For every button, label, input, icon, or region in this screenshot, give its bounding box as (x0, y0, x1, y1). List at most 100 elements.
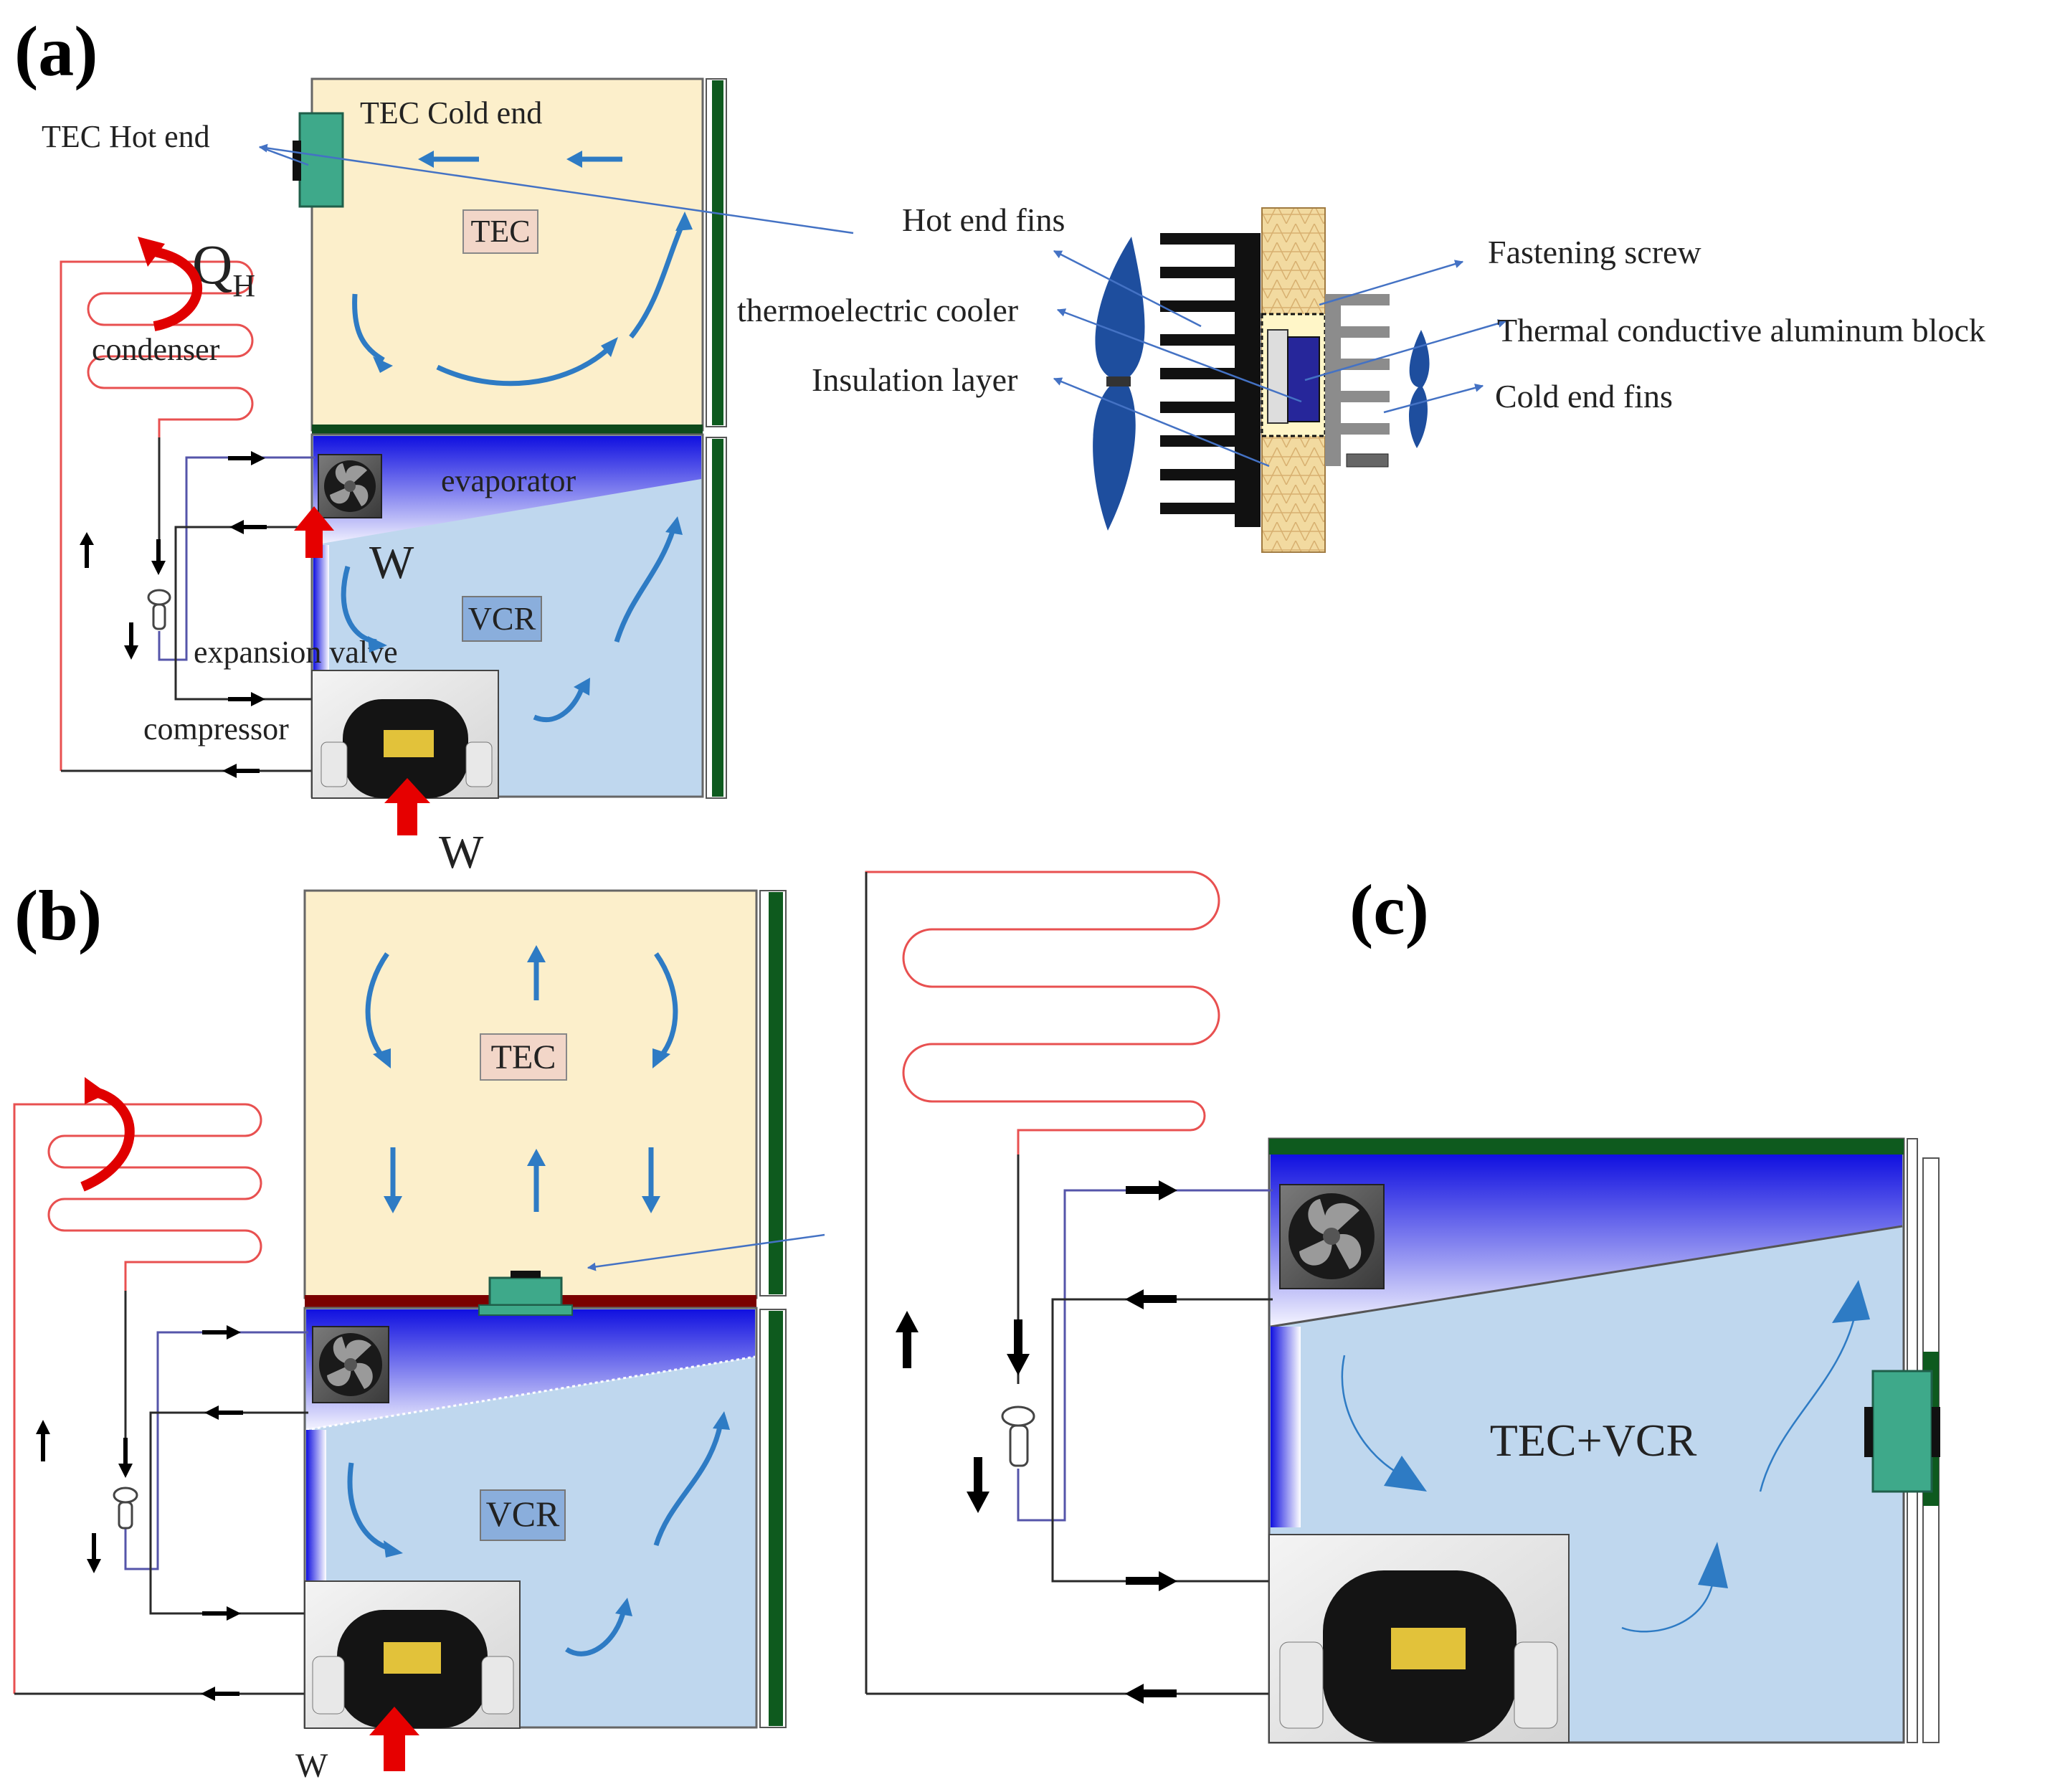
door-strip-b-top (769, 892, 783, 1294)
tec-clamp-c-right (1932, 1407, 1940, 1457)
insulation-layer-label: Insulation layer (812, 361, 1017, 398)
evaporator-side-b (306, 1430, 326, 1580)
evaporator-a (313, 436, 701, 545)
evaporator-side-a (313, 545, 329, 696)
expansion-valve-body-b (118, 1501, 133, 1530)
compressor-image-b (304, 1580, 521, 1729)
airflow-arrowheads-b (373, 945, 730, 1616)
panel-b: (b) TEC VCR (13, 876, 825, 1785)
hot-end-fins-icon (1160, 233, 1261, 527)
chamber-divider-a (312, 425, 703, 435)
refrigerant-arrows-a (80, 451, 267, 778)
heat-flow-arrow-b (80, 1086, 135, 1192)
cold-side-fan-icon (1409, 330, 1430, 448)
power-arrow-evap (294, 506, 334, 558)
expansion-valve-label: expansion valve (194, 635, 398, 670)
tec-vcr-label: TEC+VCR (1490, 1415, 1697, 1466)
fan-icon-b (312, 1326, 389, 1403)
vcr-label-box-a (462, 596, 542, 642)
evaporator-edge-b (305, 1355, 756, 1431)
panel-a: (a) TEC TEC Cold end TEC Hot end VCR eva… (14, 11, 854, 878)
condenser-coil-a (60, 260, 254, 771)
hot-end-fins-label: Hot end fins (902, 202, 1065, 238)
cold-end-fins-icon (1325, 294, 1390, 468)
refrigerant-arrows-b (36, 1325, 243, 1701)
cold-end-fins-label: Cold end fins (1495, 378, 1673, 414)
airflow-arrows-b (347, 952, 723, 1656)
power-arrow-b (369, 1707, 419, 1771)
evaporator-label: evaporator (441, 463, 576, 498)
condenser-coil-c (865, 871, 1220, 1694)
vcr-label-a: VCR (468, 600, 536, 637)
refrigerant-arrows-c (896, 1180, 1177, 1704)
expansion-valve-a (147, 589, 171, 606)
tec-cold-end-label: TEC Cold end (360, 95, 542, 131)
tec-module-c (1871, 1370, 1933, 1493)
pipe-valve-to-evap-a (158, 456, 315, 661)
chamber-top-strip-c (1269, 1139, 1904, 1155)
power-arrow-comp (384, 778, 430, 835)
compressor-label: compressor (143, 711, 289, 746)
pipe-evap-to-comp-c (1051, 1298, 1273, 1583)
tec-chip (1287, 336, 1320, 422)
airflow-arrowheads-c (1384, 1280, 1870, 1588)
compressor-image-c (1268, 1534, 1570, 1743)
tec-clamp-c-left (1864, 1407, 1873, 1457)
expansion-valve-b (113, 1487, 138, 1504)
tec-leader-b (587, 1233, 825, 1271)
evaporator-side-c (1271, 1327, 1301, 1527)
evaporator-edge-c (1270, 1225, 1903, 1328)
expansion-valve-c (1001, 1405, 1035, 1427)
w-label-evap: W (369, 536, 414, 589)
tec-hot-end-label: TEC Hot end (42, 119, 210, 154)
tec-detail: Hot end fins thermoelectric cooler Insul… (737, 202, 1985, 553)
tec-chamber-b (303, 889, 758, 1299)
pipe-valve-to-evap-b (124, 1331, 308, 1570)
tec-module-a (298, 112, 344, 208)
airflow-arrows-c (1341, 1304, 1859, 1633)
fan-icon-c (1279, 1184, 1385, 1289)
door-strip-b-bottom (769, 1311, 783, 1726)
panel-a-label: (a) (14, 11, 98, 91)
airflow-arrowheads-a (368, 151, 693, 696)
heat-flow-arrowhead-a (138, 237, 165, 267)
detail-callouts (1053, 250, 1507, 468)
condenser-label: condenser (92, 332, 220, 367)
pipe-valve-to-evap-c (1017, 1189, 1273, 1522)
heat-flow-arrowhead-b (85, 1077, 108, 1104)
tec-chamber-a (310, 77, 704, 432)
hot-end-leader-2 (259, 146, 309, 166)
tec-label-a: TEC (470, 214, 530, 249)
fan-icon (318, 454, 382, 518)
fan-hub (1106, 376, 1131, 387)
thermoelectric-cooler-label: thermoelectric cooler (737, 292, 1018, 328)
evaporator-c (1271, 1155, 1902, 1327)
panel-c: (c) TEC+VCR (865, 870, 1940, 1744)
pipe-evap-to-comp-b (149, 1411, 308, 1615)
evaporator-b (306, 1309, 755, 1430)
heat-flow-arrow-a (149, 246, 203, 331)
tec-label-box-b (480, 1033, 567, 1081)
expansion-valve-body-c (1009, 1424, 1029, 1467)
condenser-coil-b (13, 1103, 262, 1694)
airflow-arrows-a (341, 156, 688, 723)
tec-clamp-b (511, 1271, 541, 1278)
expansion-valve-body-a (152, 603, 166, 630)
tec-label-box-a (462, 209, 538, 254)
vcr-label-b: VCR (486, 1494, 560, 1534)
w-label-comp: W (439, 826, 484, 878)
fastening-screw-label: Fastening screw (1488, 234, 1701, 270)
panel-b-label: (b) (14, 876, 102, 955)
compressor-image-a (311, 670, 499, 799)
vcr-label-box-b (480, 1489, 566, 1541)
aluminum-block-label: Thermal conductive aluminum block (1497, 312, 1985, 349)
door-strip-a-bottom (712, 439, 723, 797)
tec-module-b (488, 1276, 563, 1307)
door-strip-a-top (712, 80, 723, 425)
hot-end-leader (258, 143, 854, 234)
tec-label-b: TEC (491, 1038, 556, 1076)
aluminum-block (1267, 329, 1288, 424)
panel-c-label: (c) (1349, 870, 1429, 949)
